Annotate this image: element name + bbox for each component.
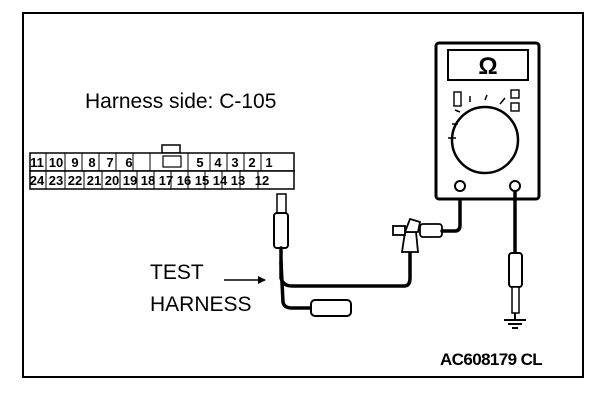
connector-pin-top: 5 bbox=[196, 155, 203, 170]
connector-pin-bottom: 14 bbox=[213, 173, 228, 188]
ground-probe bbox=[508, 252, 523, 314]
connector-pin-bottom: 19 bbox=[123, 173, 137, 188]
ground-symbol-icon bbox=[504, 313, 526, 329]
harness-label: HARNESS bbox=[150, 293, 252, 316]
connector-pin-top: 8 bbox=[88, 155, 95, 170]
connector-pin-top: 1 bbox=[265, 155, 272, 170]
connector-pin-bottom: 23 bbox=[49, 173, 63, 188]
figure-code: AC608179 CL bbox=[440, 350, 542, 369]
connector-pin-bottom: 20 bbox=[105, 173, 119, 188]
connector-pin-bottom: 12 bbox=[255, 173, 269, 188]
connector-pin-top: 7 bbox=[106, 155, 113, 170]
harness-plug bbox=[310, 299, 352, 317]
probe-icon bbox=[273, 193, 289, 249]
arrow-icon bbox=[224, 276, 266, 284]
connector-pin-bottom: 21 bbox=[87, 173, 101, 188]
connector-pin-top: 6 bbox=[125, 155, 132, 170]
ohm-symbol: Ω bbox=[478, 53, 497, 80]
connector-pin-bottom: 16 bbox=[177, 173, 191, 188]
test-harness-wires bbox=[279, 246, 412, 310]
connector-pin-bottom: 13 bbox=[231, 173, 245, 188]
connector-pin-bottom: 15 bbox=[195, 173, 209, 188]
connector-pin-top: 2 bbox=[248, 155, 255, 170]
test-label: TEST bbox=[150, 261, 204, 284]
connector-pin-top: 4 bbox=[214, 155, 222, 170]
harness-side-label: Harness side: C-105 bbox=[85, 90, 276, 113]
connector-pin-bottom: 17 bbox=[159, 173, 173, 188]
connector-pin-top: 10 bbox=[49, 155, 63, 170]
connector-pin-top: 3 bbox=[231, 155, 238, 170]
connector-pin-bottom: 22 bbox=[68, 173, 82, 188]
connector-pin-top: 9 bbox=[71, 155, 78, 170]
clip-icon bbox=[392, 217, 443, 253]
connector-pin-top: 11 bbox=[30, 155, 44, 170]
connector-pin-bottom: 18 bbox=[141, 173, 155, 188]
ohmmeter-icon: Ω bbox=[434, 41, 541, 201]
connector-pin-bottom: 24 bbox=[30, 173, 45, 188]
